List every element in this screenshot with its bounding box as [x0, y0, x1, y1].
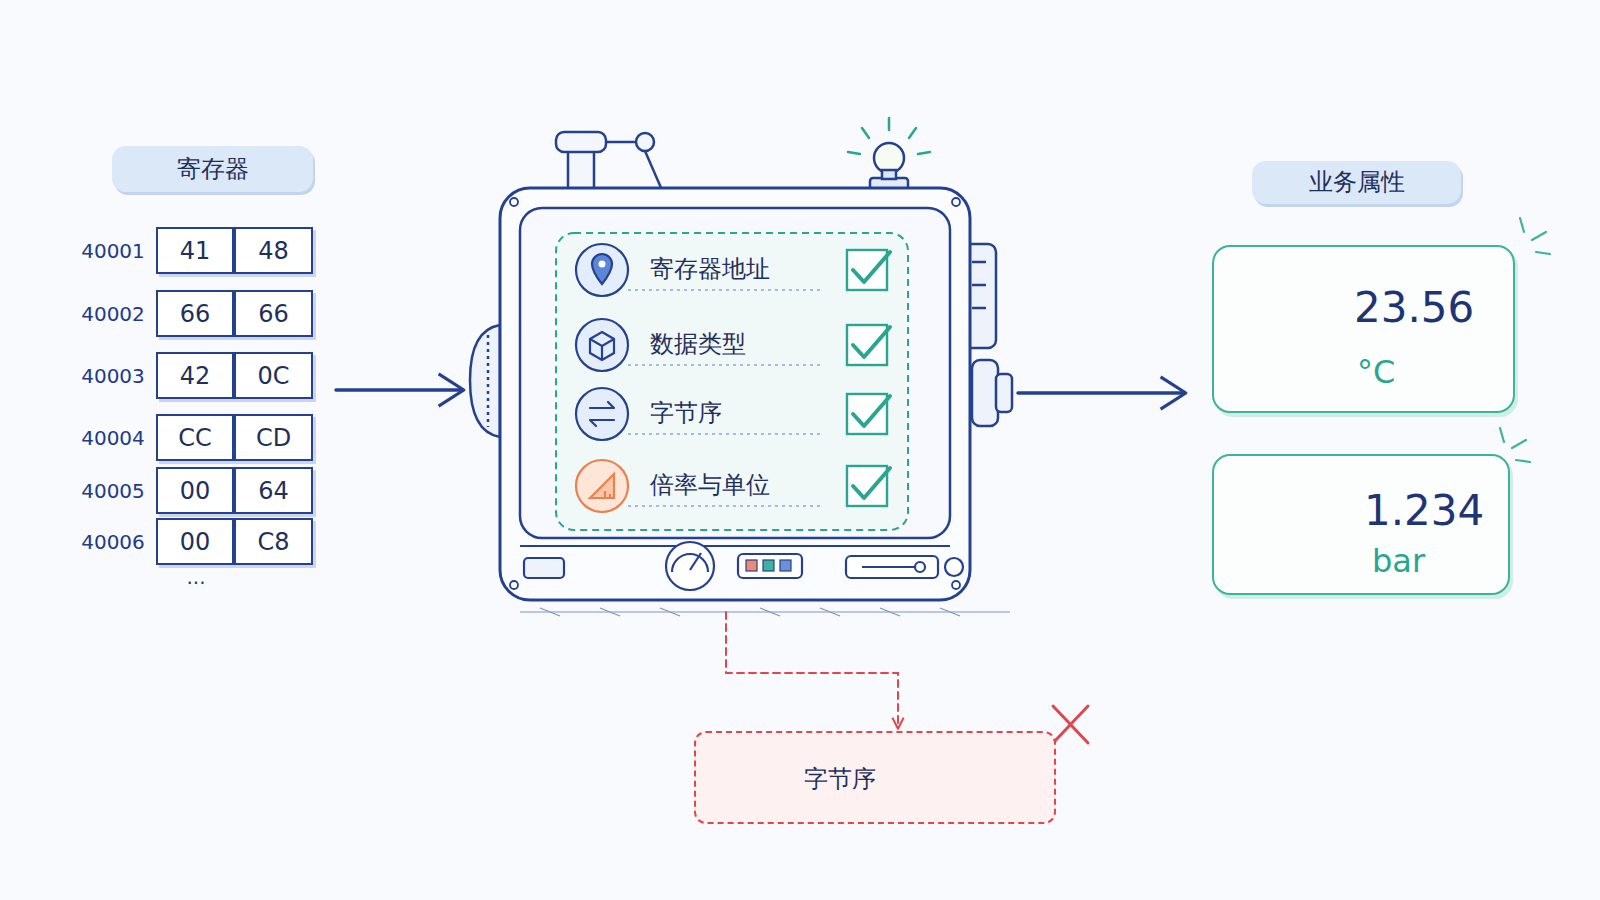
- check-item: 字节序: [650, 399, 722, 428]
- machine-control-strip: [520, 542, 963, 590]
- error-box: 字节序: [694, 731, 1056, 824]
- row-dotted-underlines: [628, 290, 822, 506]
- unit-text: bar: [1372, 542, 1425, 580]
- ellipsis-mark: ...: [174, 562, 218, 592]
- machine-rivets: [510, 198, 960, 589]
- property-column: 23.56 °C 1.234 bar 业务属性: [1190, 150, 1520, 605]
- check-boxes: [847, 250, 890, 506]
- check-item: 寄存器地址: [650, 255, 770, 284]
- register-byte: C8: [234, 518, 313, 565]
- register-address: 40006: [78, 518, 148, 565]
- machine-floor-hatch: [520, 608, 1010, 616]
- register-byte: 41: [156, 227, 234, 274]
- register-address: 40005: [78, 467, 148, 514]
- temperature-card: 23.56 °C: [1212, 245, 1515, 413]
- machine-pipe: [556, 132, 662, 190]
- section-heading: 寄存器: [112, 146, 313, 192]
- flow-arrow: [1018, 391, 1184, 395]
- error-item: 字节序: [804, 765, 876, 794]
- machine-screen-frame: [520, 208, 950, 538]
- check-item: 数据类型: [650, 330, 746, 359]
- register-byte: 0C: [234, 352, 313, 399]
- unit-text: °C: [1357, 353, 1395, 391]
- register-address: 40002: [78, 290, 148, 337]
- error-branch: [726, 612, 898, 728]
- register-byte: CD: [234, 414, 313, 461]
- value-text: 1.234: [1364, 486, 1484, 536]
- register-address: 40003: [78, 352, 148, 399]
- register-byte: 66: [156, 290, 234, 337]
- register-byte: 42: [156, 352, 234, 399]
- register-byte: 64: [234, 467, 313, 514]
- register-address: 40004: [78, 414, 148, 461]
- register-byte: 66: [234, 290, 313, 337]
- register-byte: CC: [156, 414, 234, 461]
- register-byte: 00: [156, 467, 234, 514]
- light-bulb: [848, 118, 930, 192]
- flow-arrow: [336, 388, 462, 392]
- machine-body: [500, 188, 970, 600]
- value-text: 23.56: [1354, 283, 1474, 333]
- row-icons: [576, 244, 628, 512]
- register-byte: 48: [234, 227, 313, 274]
- pressure-card: 1.234 bar: [1212, 454, 1510, 595]
- register-byte: 00: [156, 518, 234, 565]
- section-heading: 业务属性: [1252, 161, 1461, 204]
- check-item: 倍率与单位: [650, 471, 770, 500]
- converter-machine: 寄存器地址数据类型字节序倍率与单位: [468, 184, 1012, 612]
- checklist-panel: [556, 233, 908, 530]
- register-address: 40001: [78, 227, 148, 274]
